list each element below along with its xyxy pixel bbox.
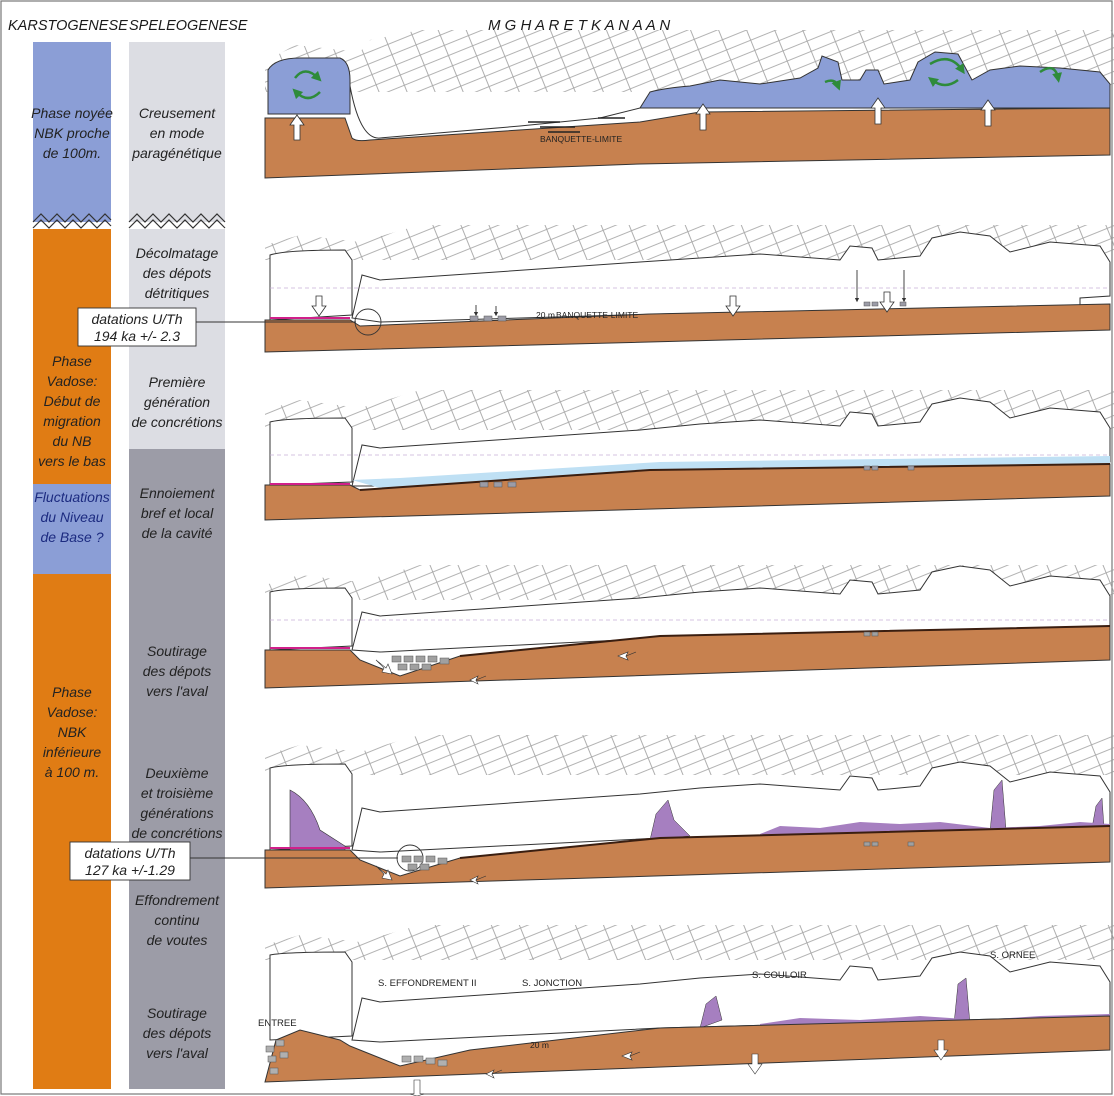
- karst-column: [32, 42, 112, 1089]
- speleo-band-3: [129, 449, 225, 1089]
- svg-text:NBK: NBK: [58, 724, 87, 740]
- speleo-s4-text: Ennoiement bref et local de la cavité: [140, 485, 216, 541]
- speleo-s3-text: Première génération de concrétions: [131, 374, 222, 430]
- svg-text:Soutirage: Soutirage: [147, 1005, 207, 1021]
- datation-callout-2: datations U/Th 127 ka +/-1.29: [69, 841, 398, 881]
- datation-callout-1: datations U/Th 194 ka +/- 2.3: [77, 307, 356, 347]
- svg-text:de concrétions: de concrétions: [131, 414, 222, 430]
- cave-profile-6: [264, 925, 1114, 1096]
- label-couloir: S. COULOIR: [752, 970, 807, 981]
- karst-phase1-text: Phase noyée NBK proche de 100m.: [31, 105, 113, 161]
- vadose-phase-band: [33, 229, 111, 1089]
- svg-text:inférieure: inférieure: [43, 744, 102, 760]
- speleo-s7-text: Effondrement continu de voutes: [135, 892, 220, 948]
- svg-text:Deuxième: Deuxième: [145, 765, 208, 781]
- svg-text:migration: migration: [43, 413, 101, 429]
- svg-text:bref et local: bref et local: [141, 505, 214, 521]
- svg-text:vers l'aval: vers l'aval: [146, 1045, 209, 1061]
- svg-text:194 ka +/- 2.3: 194 ka +/- 2.3: [94, 328, 180, 344]
- svg-text:et troisième: et troisième: [141, 785, 214, 801]
- svg-text:datations U/Th: datations U/Th: [91, 311, 182, 327]
- svg-text:NBK proche: NBK proche: [34, 125, 110, 141]
- label-jonction: S. JONCTION: [522, 978, 582, 989]
- svg-text:127 ka +/-1.29: 127 ka +/-1.29: [85, 862, 175, 878]
- svg-text:Fluctuations: Fluctuations: [34, 489, 109, 505]
- svg-text:générations: générations: [140, 805, 213, 821]
- karst-phase3-text: Phase Vadose: NBK inférieure à 100 m.: [43, 684, 102, 780]
- svg-text:Phase: Phase: [52, 684, 92, 700]
- svg-text:Effondrement: Effondrement: [135, 892, 220, 908]
- svg-text:vers l'aval: vers l'aval: [146, 683, 209, 699]
- svg-text:en mode: en mode: [150, 125, 205, 141]
- speleo-s8-text: Soutirage des dépots vers l'aval: [143, 1005, 212, 1061]
- svg-text:paragénétique: paragénétique: [131, 145, 222, 161]
- speleo-s5-text: Soutirage des dépots vers l'aval: [143, 643, 212, 699]
- svg-text:vers le bas: vers le bas: [38, 453, 106, 469]
- svg-text:des dépots: des dépots: [143, 663, 212, 679]
- svg-text:Début de: Début de: [44, 393, 101, 409]
- cave-profile-2: [264, 225, 1114, 353]
- svg-text:Vadose:: Vadose:: [47, 373, 98, 389]
- svg-text:de la cavité: de la cavité: [142, 525, 213, 541]
- phreatic-phase-band: [33, 42, 111, 222]
- header-speleogenese: SPELEOGENESE: [129, 18, 248, 34]
- cave-profile-5: [264, 735, 1114, 889]
- cave-profile-1: [264, 30, 1114, 179]
- karst-fluctuation-text: Fluctuations du Niveau de Base ?: [34, 489, 109, 545]
- banquette-label-1: BANQUETTE-LIMITE: [540, 134, 623, 144]
- svg-text:Soutirage: Soutirage: [147, 643, 207, 659]
- label-effondrement: S. EFFONDREMENT II: [378, 978, 477, 989]
- svg-text:des dépots: des dépots: [143, 1025, 212, 1041]
- karst-phase2-text: Phase Vadose: Début de migration du NB v…: [38, 353, 106, 469]
- svg-text:Creusement: Creusement: [139, 105, 216, 121]
- svg-text:Vadose:: Vadose:: [47, 704, 98, 720]
- speleo-band-1: [129, 42, 225, 222]
- svg-text:du NB: du NB: [53, 433, 92, 449]
- svg-text:génération: génération: [144, 394, 210, 410]
- svg-text:de voutes: de voutes: [147, 932, 208, 948]
- svg-text:détritiques: détritiques: [145, 285, 210, 301]
- svg-text:de Base ?: de Base ?: [40, 529, 103, 545]
- svg-text:Phase: Phase: [52, 353, 92, 369]
- scale-label-2: 20 m: [530, 1040, 549, 1050]
- svg-text:datations U/Th: datations U/Th: [84, 845, 175, 861]
- cave-profile-3: [264, 390, 1114, 521]
- svg-text:à 100 m.: à 100 m.: [45, 764, 99, 780]
- svg-text:de concrétions: de concrétions: [131, 825, 222, 841]
- svg-text:continu: continu: [154, 912, 199, 928]
- label-entree: ENTREE: [258, 1018, 297, 1029]
- scale-label-1: 20 m: [536, 310, 555, 320]
- svg-text:de 100m.: de 100m.: [43, 145, 101, 161]
- speleo-s2-text: Décolmatage des dépots détritiques: [136, 245, 219, 301]
- svg-text:Première: Première: [149, 374, 206, 390]
- speleo-s1-text: Creusement en mode paragénétique: [131, 105, 222, 161]
- diagram-title: M G H A R E T K A N A A N: [488, 17, 670, 34]
- fluctuation-band: [33, 484, 111, 574]
- svg-text:Décolmatage: Décolmatage: [136, 245, 219, 261]
- header-karstogenese: KARSTOGENESE: [8, 18, 128, 34]
- label-ornee: S. ORNEE: [990, 950, 1035, 961]
- svg-text:du Niveau: du Niveau: [40, 509, 103, 525]
- svg-text:des dépots: des dépots: [143, 265, 212, 281]
- svg-text:Ennoiement: Ennoiement: [140, 485, 216, 501]
- speleo-s6-text: Deuxième et troisième générations de con…: [131, 765, 222, 841]
- cave-profile-4: [264, 565, 1114, 689]
- svg-text:Phase noyée: Phase noyée: [31, 105, 113, 121]
- banquette-label-2: BANQUETTE-LIMITE: [556, 310, 639, 320]
